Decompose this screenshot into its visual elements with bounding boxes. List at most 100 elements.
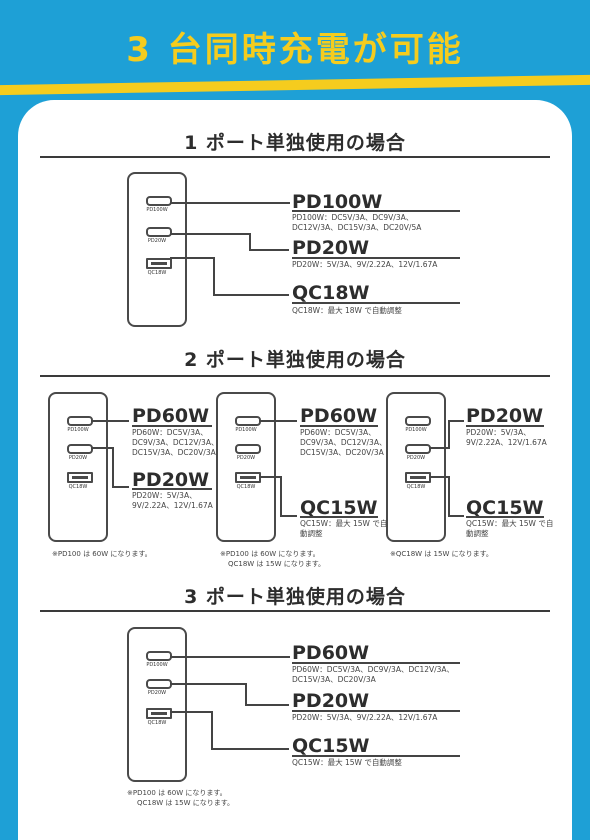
usb-a-port-icon: [67, 472, 93, 483]
connector-line: [170, 683, 246, 685]
note: QC18W は 15W になります。: [228, 560, 326, 568]
spec-line: QC15W：最大 15W で自: [300, 519, 388, 528]
charger-device: PD100W PD20W QC18W: [216, 392, 276, 542]
spec-line: DC12V/3A、DC15V/3A、DC20V/5A: [292, 223, 422, 232]
output-name: PD60W: [292, 642, 370, 664]
spec-line: 9V/2.22A、12V/1.67A: [132, 501, 213, 510]
output-name: PD20W: [132, 469, 210, 491]
port-label: QC18W: [147, 720, 167, 726]
spec-line: 動調整: [466, 529, 489, 538]
usb-c-port-icon: [146, 196, 172, 206]
note: ※PD100 は 60W になります。: [52, 550, 152, 558]
note: ※QC18W は 15W になります。: [390, 550, 493, 558]
connector-line: [448, 515, 464, 517]
headline: 3 台同時充電が可能: [126, 30, 464, 70]
section-title-three-port: 3 ポート単独使用の場合: [184, 586, 406, 608]
connector-line: [245, 683, 247, 705]
connector-line: [280, 476, 282, 516]
spec-line: DC9V/3A、DC12V/3A、: [132, 438, 219, 447]
port-label: PD20W: [68, 455, 88, 461]
section-title-one-port: 1 ポート単独使用の場合: [184, 132, 406, 154]
spec-line: PD20W：5V/3A、: [466, 428, 531, 437]
spec-line: DC15V/3A、DC20V/3A: [292, 675, 376, 684]
output-name: QC15W: [466, 497, 544, 519]
underline: [292, 302, 460, 304]
connector-line: [448, 420, 450, 449]
content-panel: [18, 100, 572, 840]
usb-c-port-icon: [405, 416, 431, 426]
spec-line: PD100W：DC5V/3A、DC9V/3A、: [292, 213, 414, 222]
spec-line: 9V/2.22A、12V/1.67A: [466, 438, 547, 447]
connector-line: [91, 420, 129, 422]
port-label: QC18W: [147, 270, 167, 276]
note: ※PD100 は 60W になります。: [220, 550, 320, 558]
output-name: PD20W: [292, 237, 370, 259]
underline: [132, 488, 212, 490]
connector-line: [259, 476, 281, 478]
spec-line: DC15V/3A、DC20V/3A: [132, 448, 216, 457]
section-rule: [40, 610, 550, 612]
spec-line: 動調整: [300, 529, 323, 538]
connector-line: [249, 249, 289, 251]
usb-c-port-icon: [235, 416, 261, 426]
port-label: PD20W: [147, 238, 167, 244]
port-label: PD20W: [406, 455, 426, 461]
connector-line: [112, 447, 114, 487]
connector-line: [259, 420, 297, 422]
connector-line: [211, 748, 289, 750]
underline: [292, 210, 460, 212]
connector-line: [170, 711, 212, 713]
connector-line: [249, 233, 251, 250]
port-label: QC18W: [406, 484, 426, 490]
note: QC18W は 15W になります。: [137, 799, 235, 807]
usb-c-port-icon: [146, 679, 172, 689]
connector-line: [170, 656, 290, 658]
spec-line: QC15W：最大 15W で自動調整: [292, 758, 402, 767]
output-name: PD60W: [300, 405, 378, 427]
connector-line: [213, 257, 215, 296]
charger-device: PD100W PD20W QC18W: [127, 172, 187, 327]
underline: [466, 425, 544, 427]
charger-device: PD100W PD20W QC18W: [386, 392, 446, 542]
port-label: PD100W: [235, 427, 257, 433]
port-label: PD100W: [405, 427, 427, 433]
output-name: PD20W: [466, 405, 544, 427]
output-name: PD100W: [292, 191, 383, 213]
underline: [292, 662, 460, 664]
connector-line: [170, 257, 214, 259]
spec-line: QC18W：最大 18W で自動調整: [292, 306, 402, 315]
usb-c-port-icon: [67, 444, 93, 454]
spec-line: PD60W：DC5V/3A、: [132, 428, 208, 437]
usb-c-port-icon: [405, 444, 431, 454]
connector-line: [211, 711, 213, 749]
port-label: QC18W: [68, 484, 88, 490]
port-label: QC18W: [236, 484, 256, 490]
note: ※PD100 は 60W になります。: [127, 789, 227, 797]
port-label: PD100W: [67, 427, 89, 433]
port-label: PD100W: [146, 207, 168, 213]
output-name: QC15W: [300, 497, 378, 519]
connector-line: [448, 476, 450, 516]
usb-a-port-icon: [235, 472, 261, 483]
underline: [466, 516, 544, 518]
section-rule: [40, 156, 550, 158]
connector-line: [245, 704, 289, 706]
underline: [292, 257, 460, 259]
connector-line: [280, 515, 297, 517]
usb-c-port-icon: [146, 651, 172, 661]
usb-a-port-icon: [146, 708, 172, 719]
output-name: QC15W: [292, 735, 370, 757]
connector-line: [91, 447, 113, 449]
yellow-band: [0, 74, 590, 96]
connector-line: [429, 476, 449, 478]
connector-line: [448, 420, 464, 422]
connector-line: [429, 447, 449, 449]
connector-line: [170, 202, 290, 204]
usb-c-port-icon: [235, 444, 261, 454]
usb-a-port-icon: [405, 472, 431, 483]
port-label: PD20W: [147, 690, 167, 696]
spec-line: PD60W：DC5V/3A、DC9V/3A、DC12V/3A、: [292, 665, 455, 674]
section-rule: [40, 375, 550, 377]
spec-line: DC15V/3A、DC20V/3A: [300, 448, 384, 457]
spec-line: QC15W：最大 15W で自: [466, 519, 554, 528]
